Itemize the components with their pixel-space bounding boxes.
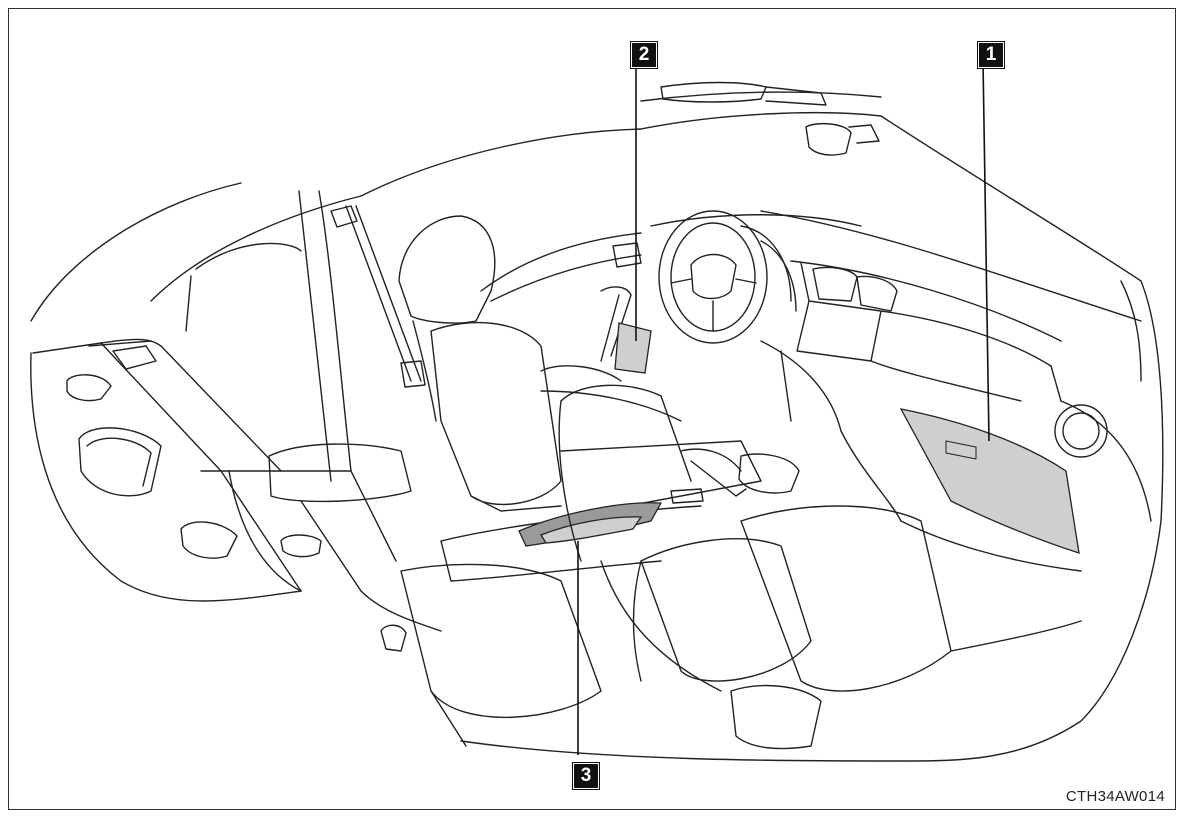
passenger-seat — [558, 384, 952, 750]
steering-wheel — [658, 210, 797, 344]
car-interior-illustration — [30, 60, 1164, 762]
driver-door — [480, 232, 642, 362]
car-body-outline — [30, 91, 1164, 762]
figure-code: CTH34AW014 — [1065, 788, 1165, 805]
callout-leaders — [577, 60, 990, 755]
dashboard — [650, 210, 1152, 522]
rear-seats — [268, 443, 602, 747]
floor-lines — [840, 430, 1082, 652]
mirror-visor — [660, 81, 880, 156]
console-tray-highlight-3 — [518, 502, 663, 547]
diagram-frame: 1 2 3 CTH34AW014 — [8, 8, 1176, 810]
driver-seat — [398, 215, 682, 512]
callout-1-label: 1 — [977, 41, 1005, 69]
callout-2-label: 2 — [630, 41, 658, 69]
rear-interior — [32, 338, 397, 592]
seatbelt-pillar — [185, 190, 426, 482]
storage-highlight-2 — [614, 322, 652, 374]
glove-box-highlight-1 — [899, 408, 1080, 554]
callout-3-label: 3 — [572, 762, 600, 790]
